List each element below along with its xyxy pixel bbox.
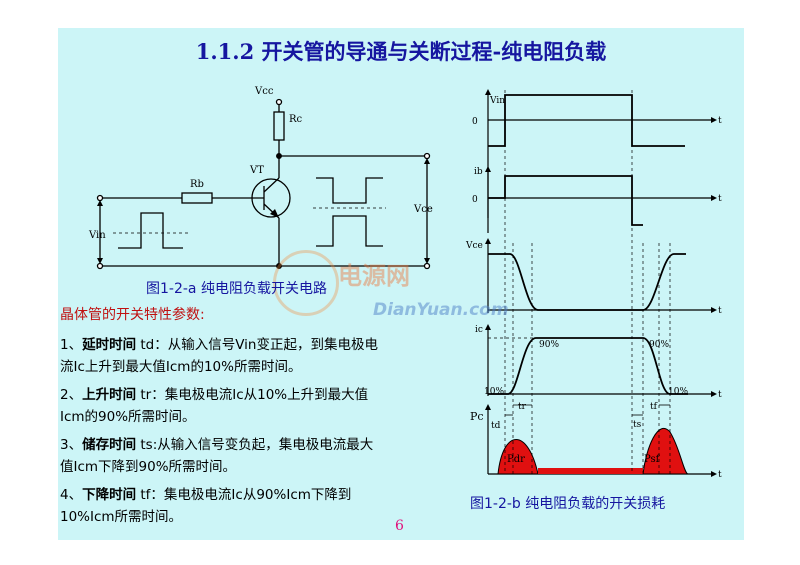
ts-label: ts [633, 420, 642, 430]
param-3-line1: 3、储存时间 ts:从输入信号变负起，集电极电流最大 [60, 437, 374, 453]
psf-label: Psf [644, 454, 661, 465]
waveform-caption: 图1-2-b 纯电阻负载的开关损耗 [470, 496, 666, 512]
wave-ic-90-rise: 90% [539, 340, 559, 350]
wave-vin-label: Vin [489, 96, 505, 106]
page-number: 6 [395, 518, 404, 534]
wave-ic-label: ic [475, 325, 483, 335]
vin-label: Vin [88, 230, 106, 241]
wave-vin-t: t [718, 116, 722, 126]
td-label: td [491, 421, 501, 431]
wave-ib-zero: 0 [472, 195, 478, 205]
rc-label: Rc [289, 114, 303, 125]
param-2-line1: 2、上升时间 tr：集电极电流Ic从10%上升到最大值 [60, 387, 369, 403]
param-1-line2: 流Ic上升到最大值Icm的10%所需时间。 [60, 359, 302, 375]
param-3-line2: 值Icm下降到90%所需时间。 [60, 459, 237, 475]
slide-title: 1.1.2 开关管的导通与关断过程-纯电阻负载 [195, 39, 607, 64]
circuit-caption: 图1-2-a 纯电阻负载开关电路 [146, 281, 327, 297]
wave-vce-t: t [718, 306, 722, 316]
wave-vce-label: Vce [465, 241, 483, 251]
param-1-line1: 1、延时时间 td：从输入信号Vin变正起，到集电极电 [60, 337, 378, 353]
watermark-en: DianYuan.com [373, 300, 509, 320]
circuit-diagram: Vcc Rc Rb VT Vin Vce [88, 86, 722, 480]
tf-label: tf [650, 402, 658, 412]
watermark-cn: 电源网 [338, 262, 410, 290]
wave-ib-label: ib [474, 167, 483, 177]
vce-label: Vce [413, 204, 433, 215]
tr-label: tr [518, 402, 527, 412]
vt-label: VT [249, 165, 264, 176]
params-heading: 晶体管的开关特性参数: [60, 307, 205, 323]
wave-ib-t: t [718, 194, 722, 204]
pdr-label: Pdr [507, 454, 525, 465]
slide: 1.1.2 开关管的导通与关断过程-纯电阻负载 [58, 28, 744, 540]
watermark-logo-icon [273, 250, 339, 316]
param-4-line1: 4、下降时间 tf：集电极电流Ic从90%Icm下降到 [60, 487, 352, 503]
vcc-label: Vcc [254, 86, 274, 97]
wave-ic-10-rise: 10% [484, 387, 504, 397]
rb-label: Rb [190, 179, 204, 190]
wave-vin-zero: 0 [472, 117, 478, 127]
wave-pc-label: Pc [470, 410, 484, 423]
param-2-line2: Icm的90%所需时间。 [60, 409, 196, 425]
wave-ic-90-fall: 90% [649, 340, 669, 350]
wave-ic-t: t [718, 390, 722, 400]
param-4-line2: 10%Icm所需时间。 [60, 509, 183, 525]
wave-pc-t: t [718, 470, 722, 480]
wave-ic-10-fall: 10% [668, 387, 688, 397]
